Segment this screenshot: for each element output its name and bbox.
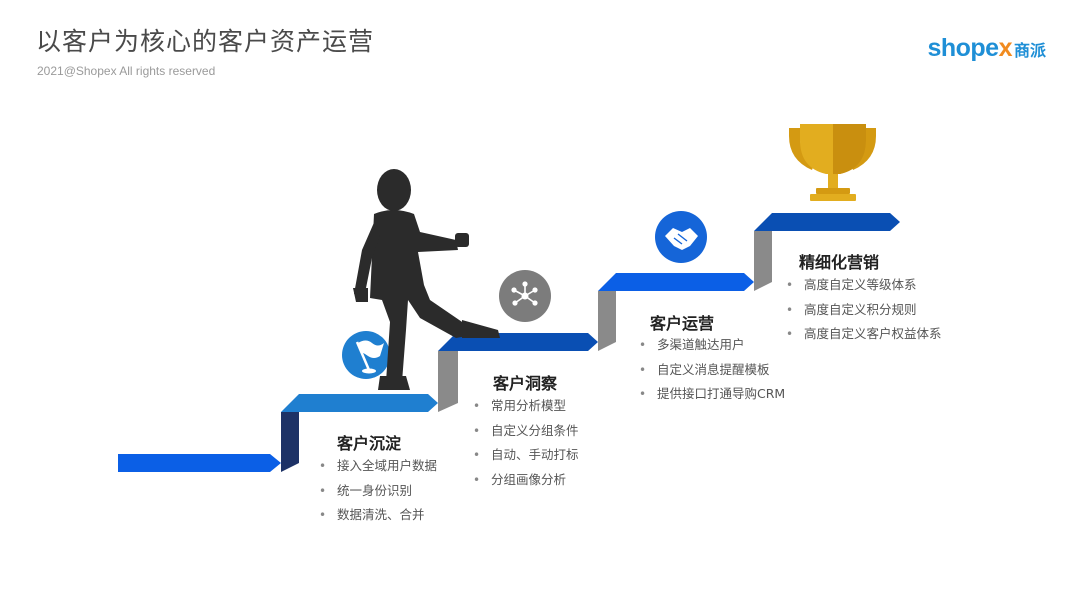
step-title-2: 客户洞察 bbox=[493, 374, 558, 393]
list-item: 自动、手动打标 bbox=[473, 443, 579, 468]
stair-tread-4 bbox=[754, 213, 900, 231]
step-points-1: 接入全域用户数据 统一身份识别 数据清洗、合并 bbox=[319, 454, 437, 528]
list-item: 接入全域用户数据 bbox=[319, 454, 437, 479]
list-item: 常用分析模型 bbox=[473, 394, 579, 419]
list-item: 多渠道触达用户 bbox=[639, 333, 785, 358]
stair-riser-2 bbox=[438, 351, 458, 412]
list-item: 自定义消息提醒模板 bbox=[639, 358, 785, 383]
stair-riser-3 bbox=[598, 291, 616, 351]
list-item: 分组画像分析 bbox=[473, 468, 579, 493]
stair-tread-1 bbox=[281, 394, 438, 412]
stair-riser-4 bbox=[754, 231, 772, 291]
logo-cn-text: 商派 bbox=[1013, 40, 1046, 60]
list-item: 统一身份识别 bbox=[319, 479, 437, 504]
list-item: 数据清洗、合并 bbox=[319, 503, 437, 528]
trophy-icon bbox=[789, 124, 876, 201]
network-icon bbox=[499, 270, 551, 322]
shopex-logo: shopex 商派 bbox=[927, 34, 1046, 63]
step-points-3: 多渠道触达用户 自定义消息提醒模板 提供接口打通导购CRM bbox=[639, 333, 785, 407]
copyright-subtitle: 2021@Shopex All rights reserved bbox=[37, 64, 216, 78]
list-item: 高度自定义客户权益体系 bbox=[786, 322, 942, 347]
step-points-2: 常用分析模型 自定义分组条件 自动、手动打标 分组画像分析 bbox=[473, 394, 579, 492]
list-item: 自定义分组条件 bbox=[473, 419, 579, 444]
stair-ground-arrow bbox=[118, 454, 281, 472]
list-item: 高度自定义积分规则 bbox=[786, 298, 942, 323]
page-title: 以客户为核心的客户资产运营 bbox=[36, 27, 375, 56]
logo-wordmark: shopex bbox=[927, 34, 1012, 62]
stair-tread-3 bbox=[598, 273, 754, 291]
list-item: 高度自定义等级体系 bbox=[786, 273, 942, 298]
stair-riser-1 bbox=[281, 412, 299, 472]
step-title-4: 精细化营销 bbox=[799, 253, 880, 272]
flag-icon bbox=[342, 331, 390, 379]
step-title-3: 客户运营 bbox=[650, 314, 715, 333]
step-title-1: 客户沉淀 bbox=[337, 434, 402, 453]
businessman-silhouette bbox=[353, 169, 500, 390]
list-item: 提供接口打通导购CRM bbox=[639, 382, 785, 407]
handshake-icon bbox=[655, 211, 707, 263]
step-points-4: 高度自定义等级体系 高度自定义积分规则 高度自定义客户权益体系 bbox=[786, 273, 942, 347]
